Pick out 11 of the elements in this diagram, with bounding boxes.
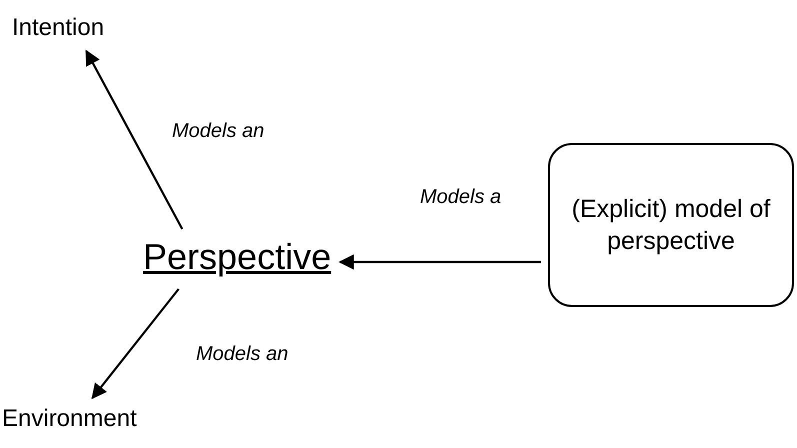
box-text: (Explicit) model of perspective [570,194,772,257]
concept-label: Environment [2,405,137,433]
concept-label: Perspective [143,236,332,278]
concept-label: Intention [12,14,104,42]
arrow [85,50,184,230]
edge-label: Models an [196,343,288,366]
arrow [338,254,541,270]
edge-label: Models a [420,186,502,209]
rounded-box [548,143,794,307]
edge-label: Models an [172,120,264,143]
arrow [91,288,180,400]
